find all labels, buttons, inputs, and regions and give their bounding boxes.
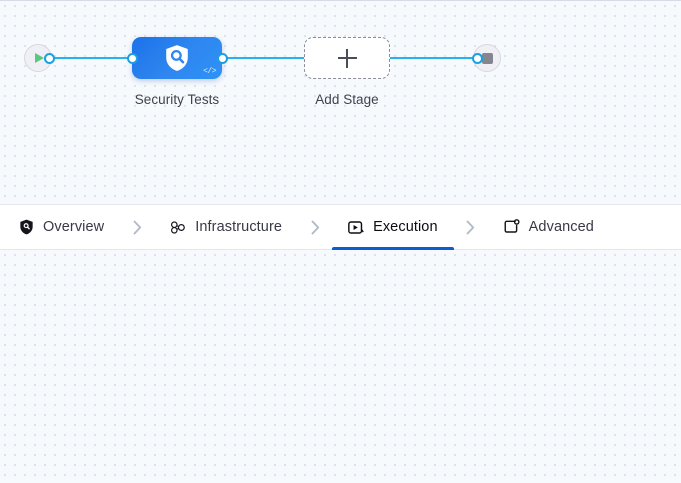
stage-node-security-tests[interactable]: </>: [132, 37, 222, 79]
stage-config-tabs: Overview Infrastructure: [0, 204, 681, 250]
shield-icon: [18, 219, 34, 235]
edge-add-stage-to-end: [390, 57, 476, 59]
edge-start-to-security-tests: [46, 57, 134, 59]
port-end-in[interactable]: [472, 52, 483, 64]
code-badge-icon: </>: [203, 67, 216, 76]
add-stage-button[interactable]: [304, 37, 390, 79]
chevron-right-icon: [440, 205, 502, 249]
tab-advanced-label: Advanced: [528, 219, 594, 235]
play-box-icon: [348, 219, 364, 235]
tab-infrastructure[interactable]: Infrastructure: [168, 205, 284, 249]
chevron-right-icon: [284, 205, 346, 249]
add-stage-label: Add Stage: [315, 92, 379, 107]
play-icon: [35, 53, 44, 63]
chevron-right-icon: [106, 205, 168, 249]
edge-security-tests-to-add-stage: [222, 57, 304, 59]
port-security-tests-in[interactable]: [127, 52, 138, 64]
tab-overview-label: Overview: [43, 219, 105, 235]
stage-label-security-tests: Security Tests: [134, 92, 220, 107]
plus-icon: [337, 48, 357, 68]
port-start-out[interactable]: [44, 52, 55, 64]
tab-advanced[interactable]: Advanced: [502, 205, 596, 249]
nodes-cluster-icon: [170, 219, 186, 235]
stages-canvas[interactable]: </> Security Tests Add Stage: [0, 1, 681, 204]
tab-infrastructure-label: Infrastructure: [195, 219, 283, 235]
stop-icon: [481, 52, 493, 64]
shield-search-icon: [166, 45, 188, 71]
tab-execution[interactable]: Execution: [332, 205, 454, 250]
box-gear-icon: [504, 219, 520, 235]
tab-execution-label: Execution: [373, 219, 438, 235]
tab-overview[interactable]: Overview: [16, 205, 106, 249]
steps-canvas[interactable]: </> Snyk Container Scan: [0, 250, 681, 483]
port-security-tests-out[interactable]: [217, 52, 228, 64]
